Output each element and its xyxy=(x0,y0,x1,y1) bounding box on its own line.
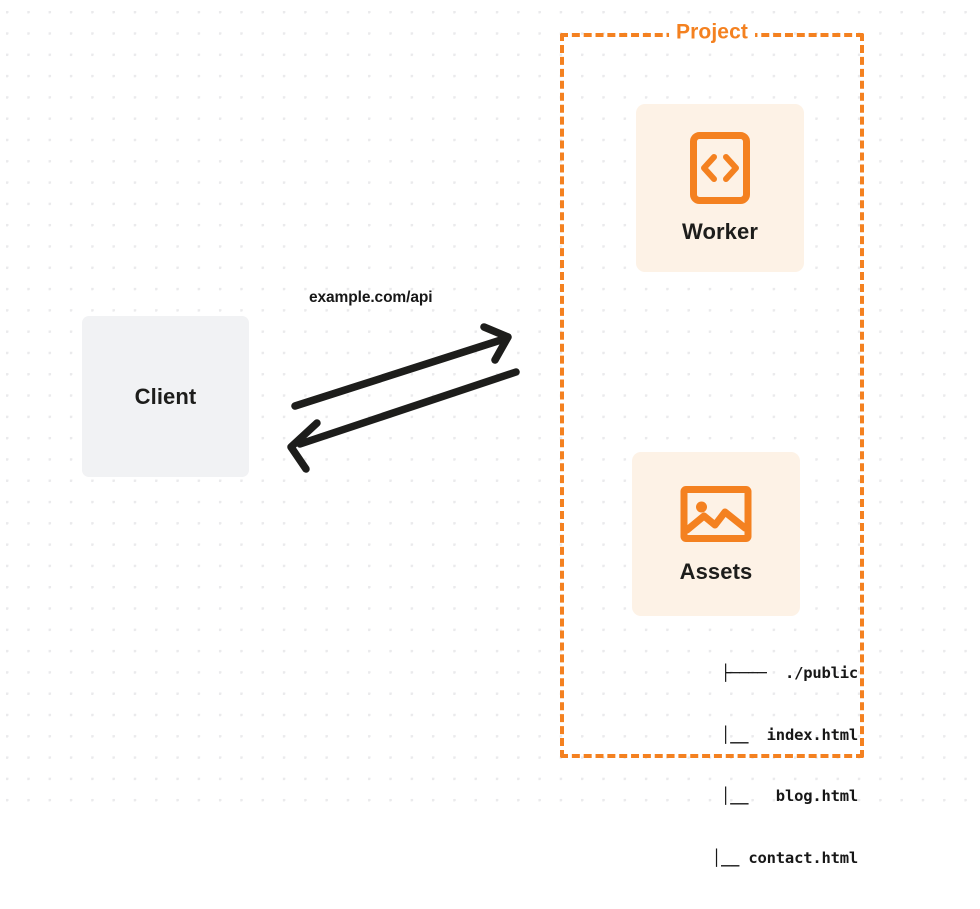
assets-node[interactable]: Assets xyxy=(632,452,800,616)
assets-file-tree: ├──── ./public │__ index.html │__ blog.h… xyxy=(610,622,858,909)
request-arrow-icon xyxy=(291,323,512,410)
client-node[interactable]: Client xyxy=(82,316,249,477)
response-arrow-icon xyxy=(287,368,520,473)
worker-node[interactable]: Worker xyxy=(636,104,804,272)
file-tree-row: │__ index.html xyxy=(693,725,858,744)
client-node-label: Client xyxy=(134,383,197,409)
diagram-canvas: Client example.com/api Project W xyxy=(0,0,980,867)
image-icon xyxy=(680,483,752,545)
file-tree-row: ├──── ./public xyxy=(721,664,858,682)
code-brackets-icon xyxy=(689,131,751,205)
file-tree-row: │__ contact.html xyxy=(684,848,858,867)
assets-node-label: Assets xyxy=(679,559,753,584)
project-group-title: Project xyxy=(669,20,755,45)
file-tree-row: │__ blog.html xyxy=(693,787,858,805)
connection-label: example.com/api xyxy=(309,289,433,306)
worker-node-label: Worker xyxy=(682,219,758,244)
project-group: Project Worker Assets xyxy=(560,20,864,867)
